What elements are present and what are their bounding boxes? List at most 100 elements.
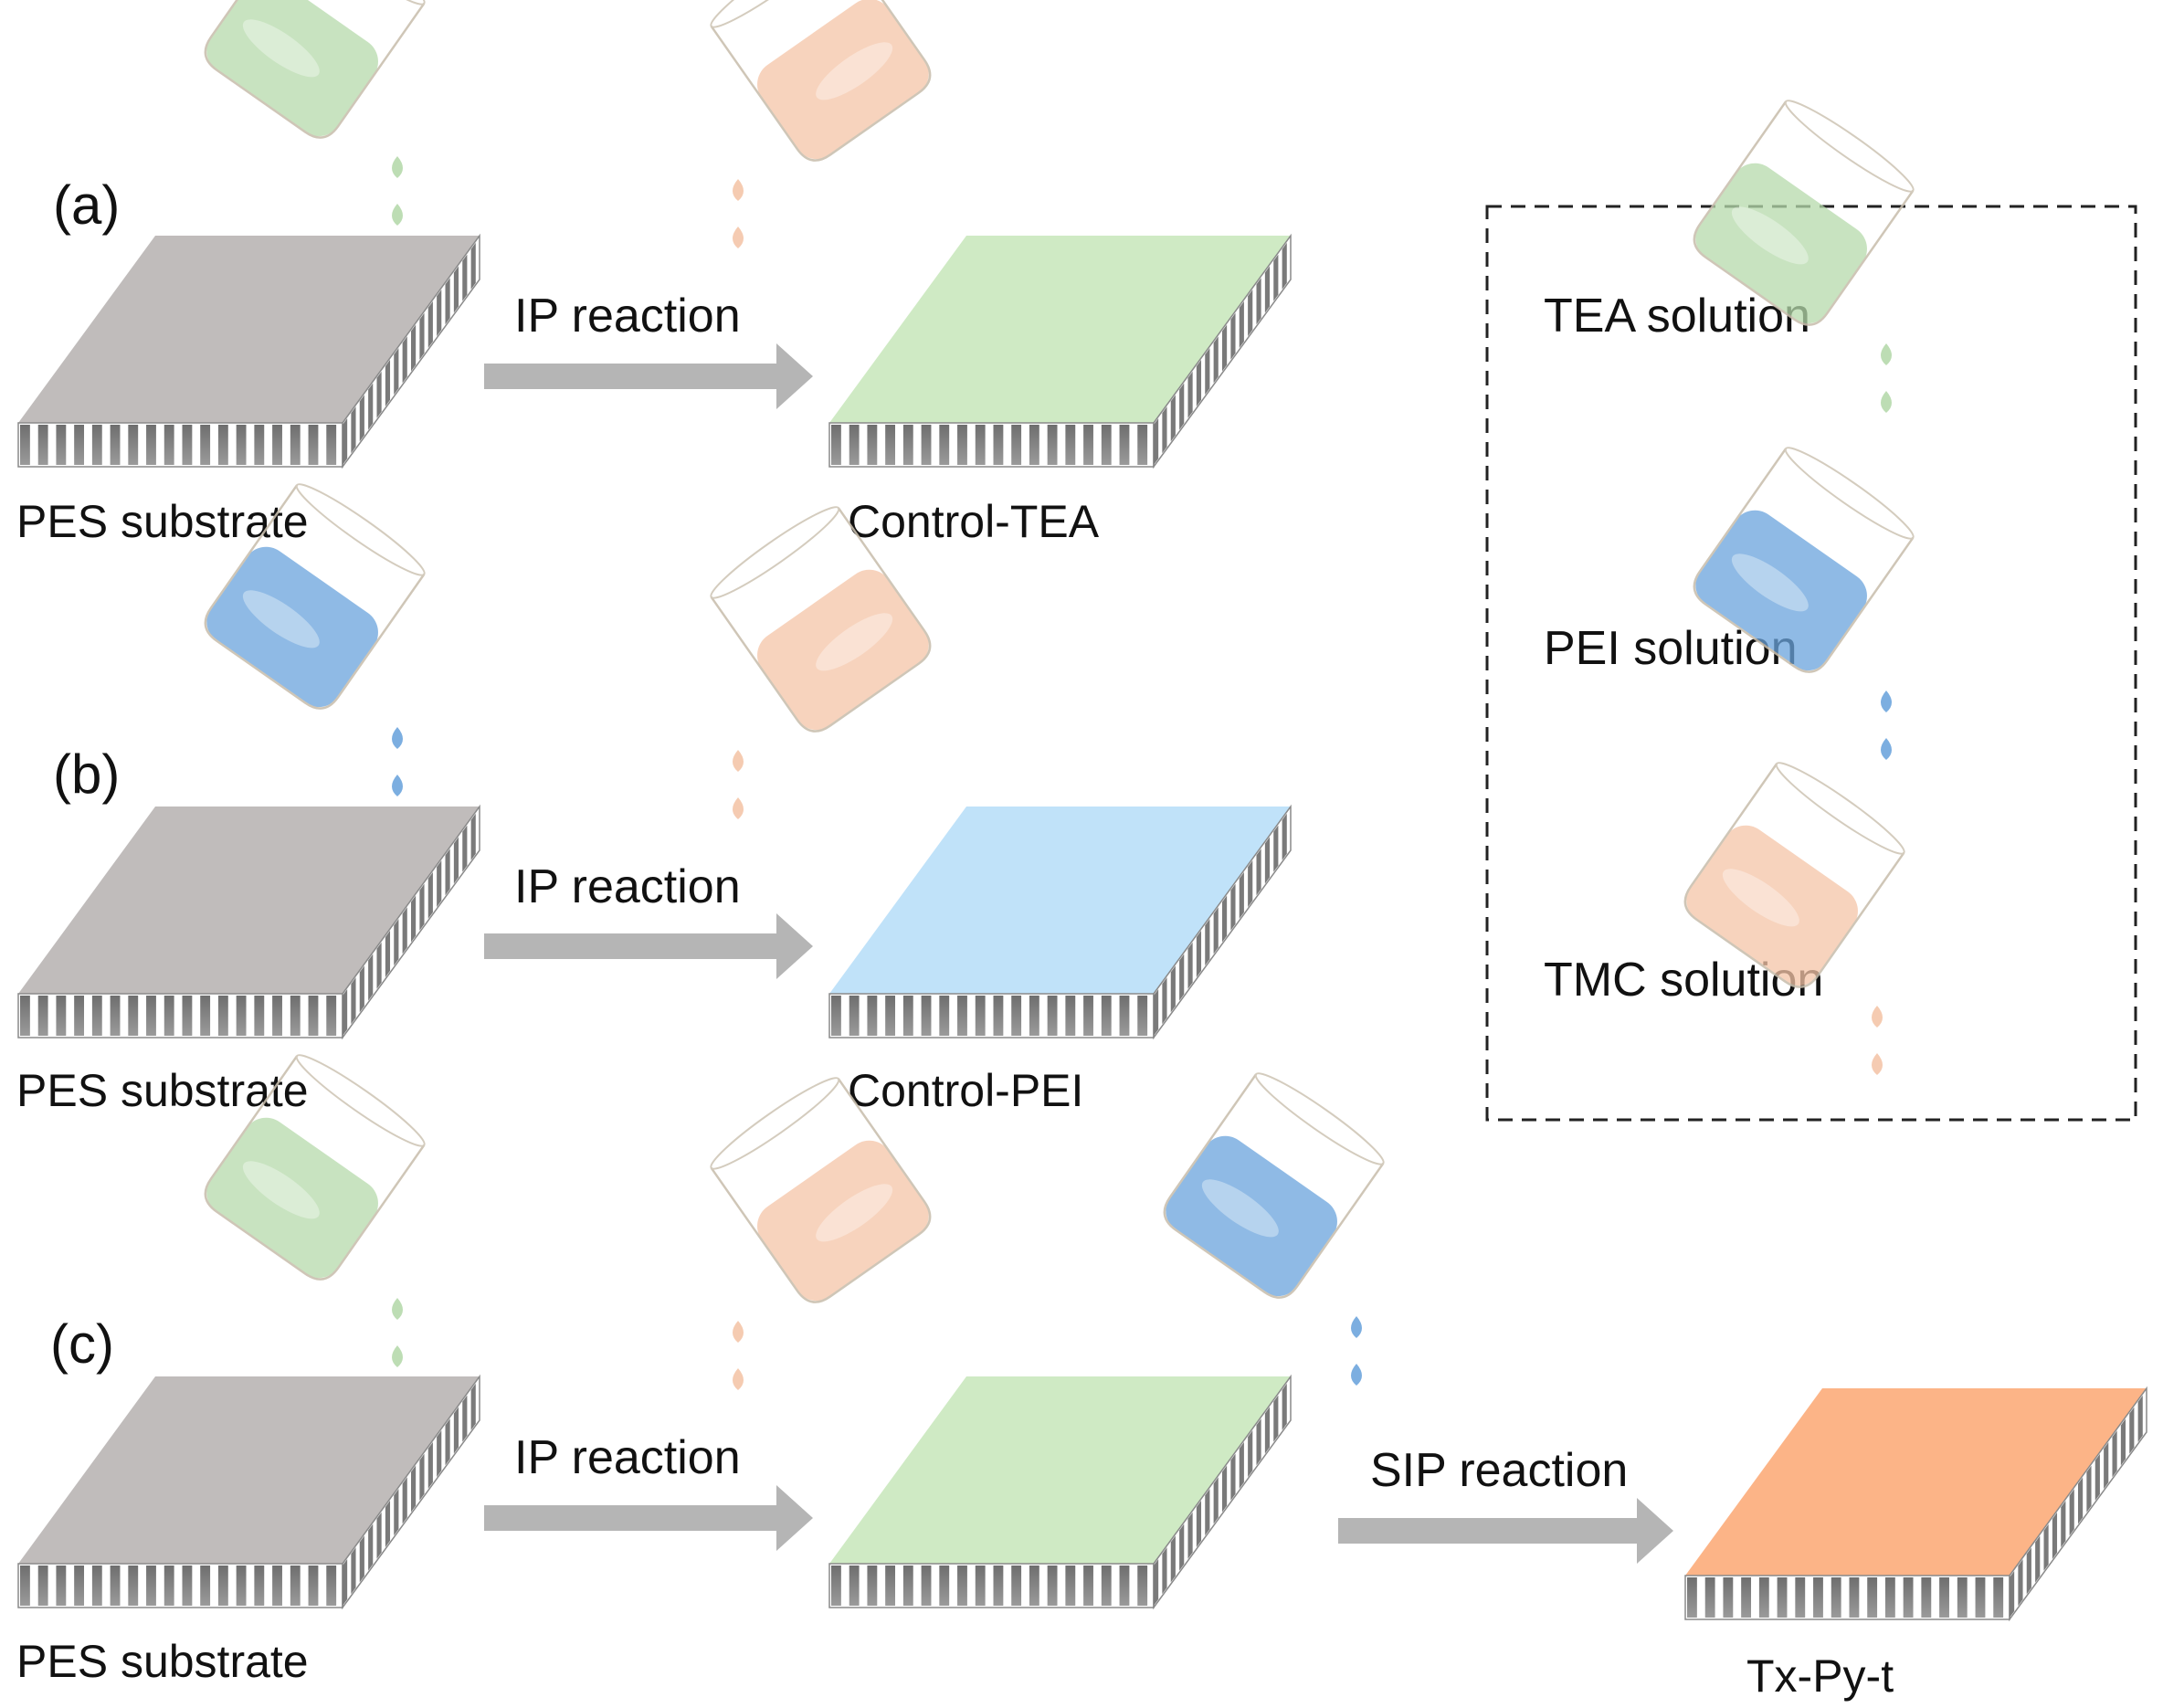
beaker-highlight [1731, 554, 1809, 612]
side-pore-stripe [1248, 860, 1253, 908]
side-pore-stripe [2052, 1512, 2058, 1559]
pore-stripe [290, 1566, 301, 1606]
pore-stripe [1029, 1566, 1039, 1606]
side-pore-stripe [376, 371, 382, 418]
beaker-outline [710, 0, 932, 162]
beaker-rim [1784, 100, 1915, 193]
side-pore-stripe [1205, 348, 1210, 395]
pore-stripe [308, 425, 319, 465]
panel-a-label: (a) [53, 174, 120, 236]
pore-stripe [1083, 1566, 1093, 1606]
control-tea-label: Control-TEA [848, 496, 1100, 547]
side-pore-stripe [1256, 1418, 1261, 1466]
side-pore-stripe [1187, 1512, 1193, 1559]
pore-stripe [1101, 425, 1112, 465]
side-pore-stripe [1196, 930, 1202, 977]
arrow-shape [484, 1485, 813, 1551]
side-pore-stripe [343, 988, 348, 1036]
side-pore-stripe [2086, 1465, 2092, 1513]
pore-stripe [1119, 996, 1130, 1036]
side-pore-stripe [1239, 300, 1244, 348]
pore-stripe [128, 1566, 139, 1606]
pore-stripe [1957, 1577, 1968, 1618]
side-pore-stripe [453, 1407, 459, 1454]
beaker-outline [204, 1055, 426, 1281]
pore-stripe [326, 425, 337, 465]
membrane-top-face [829, 1376, 1291, 1564]
beaker-highlight [242, 19, 320, 78]
pore-stripe [1903, 1577, 1914, 1618]
membrane-front-face [17, 993, 343, 1039]
pes-substrate-label-b: PES substrate [16, 1065, 309, 1116]
side-pore-stripe [1205, 1489, 1210, 1536]
pore-stripe [272, 425, 282, 465]
side-pore-stripe [427, 300, 433, 348]
pore-stripe [1777, 1577, 1788, 1618]
legend-box: TEA solution PEI solution TMC solution [1485, 100, 2137, 1122]
side-pore-stripe [1196, 359, 1202, 406]
side-pore-stripe [1154, 1558, 1159, 1606]
side-pore-stripe [2112, 1430, 2117, 1478]
membrane-front-face [828, 422, 1155, 468]
control-pei-label: Control-PEI [848, 1065, 1083, 1116]
beaker-body [1693, 447, 1915, 673]
pore-stripe [1029, 425, 1039, 465]
side-pore-stripe [385, 930, 391, 977]
membrane-front-face [828, 1563, 1155, 1608]
beaker-rim [710, 506, 840, 599]
pei-beaker-icon-c [1163, 1072, 1385, 1386]
pore-stripe [1083, 996, 1093, 1036]
beaker-outline [1683, 763, 1905, 988]
pore-stripe [200, 1566, 211, 1606]
side-pore-stripe [419, 1453, 425, 1501]
side-pore-stripe [1154, 417, 1159, 465]
side-pore-stripe [1273, 1395, 1279, 1442]
pore-stripe [1101, 996, 1112, 1036]
side-pore-stripe [1248, 1430, 1253, 1478]
pore-stripe [290, 425, 301, 465]
panel-b-label: (b) [53, 743, 120, 805]
pore-stripe [74, 1566, 85, 1606]
beaker-liquid [1686, 825, 1858, 986]
beaker-liquid [206, 546, 378, 708]
pore-stripe [849, 1566, 860, 1606]
pore-stripe [236, 996, 247, 1036]
side-pore-stripe [402, 336, 407, 384]
side-pore-stripe [1187, 942, 1193, 989]
side-pore-stripe [411, 895, 417, 943]
tmc-beaker-icon-legend [1683, 762, 1905, 1075]
pore-stripe [254, 1566, 265, 1606]
pore-stripe [957, 996, 967, 1036]
side-pore-stripe [2120, 1418, 2126, 1466]
side-pore-stripe [1213, 1477, 1219, 1524]
pore-stripe [272, 996, 282, 1036]
ip-reaction-arrow-b [484, 913, 813, 979]
beaker-rim [1254, 1072, 1385, 1165]
pore-stripe [902, 425, 913, 465]
droplet [392, 775, 403, 796]
pore-stripe [1101, 1566, 1112, 1606]
beaker-highlight [1201, 1179, 1279, 1238]
side-pore-stripe [1179, 954, 1185, 1001]
side-pore-stripe [351, 406, 356, 454]
side-pore-stripe [470, 1383, 476, 1430]
pei-beaker-icon-b [204, 483, 426, 796]
membrane-top-face [1685, 1388, 2147, 1576]
pore-stripe [1741, 1577, 1752, 1618]
pore-stripe [975, 425, 986, 465]
arrow-shape [484, 343, 813, 409]
pore-stripe [921, 996, 932, 1036]
pore-stripe [164, 1566, 174, 1606]
pore-stripe [957, 425, 967, 465]
side-pore-stripe [343, 417, 348, 465]
pore-stripe [1758, 1577, 1769, 1618]
beaker-body [710, 506, 932, 733]
pei-beaker-icon-legend [1693, 447, 1915, 760]
pore-stripe [1065, 1566, 1076, 1606]
membrane-front-face [828, 993, 1155, 1039]
side-pore-stripe [1213, 907, 1219, 954]
pore-stripe [326, 996, 337, 1036]
droplet [733, 227, 744, 248]
pore-stripe [1065, 425, 1076, 465]
pore-stripe [867, 996, 878, 1036]
